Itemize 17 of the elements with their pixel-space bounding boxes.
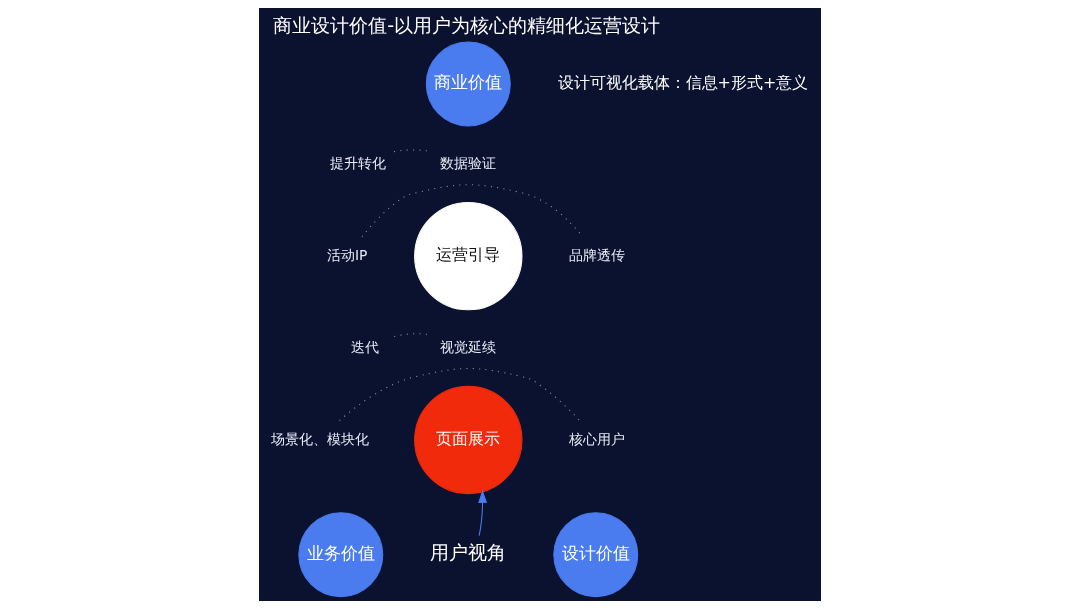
- node-text: 迭代: [351, 338, 380, 355]
- node-text: 提升转化: [329, 154, 386, 171]
- node-text: 活动IP: [326, 246, 368, 263]
- arrow: [478, 490, 488, 537]
- diagram-title: 商业设计价值-以用户为核心的精细化运营设计: [273, 13, 661, 37]
- node-text: 品牌透传: [568, 246, 625, 263]
- label: 设计可视化载体：信息+形式+意义: [557, 72, 809, 92]
- node-text: 用户视角: [430, 541, 507, 565]
- node-text: 核心用户: [568, 430, 625, 447]
- node-text: 数据验证: [440, 154, 497, 171]
- node-circle: 商业价值: [425, 41, 511, 127]
- node-circle: 业务价值: [298, 512, 384, 598]
- node-circle: 页面展示: [414, 385, 523, 495]
- node-text: 场景化、模块化: [270, 430, 369, 447]
- node-text: 视觉延续: [440, 338, 497, 355]
- node-circle: 运营引导: [414, 202, 523, 311]
- node-circle: 设计价值: [553, 512, 639, 598]
